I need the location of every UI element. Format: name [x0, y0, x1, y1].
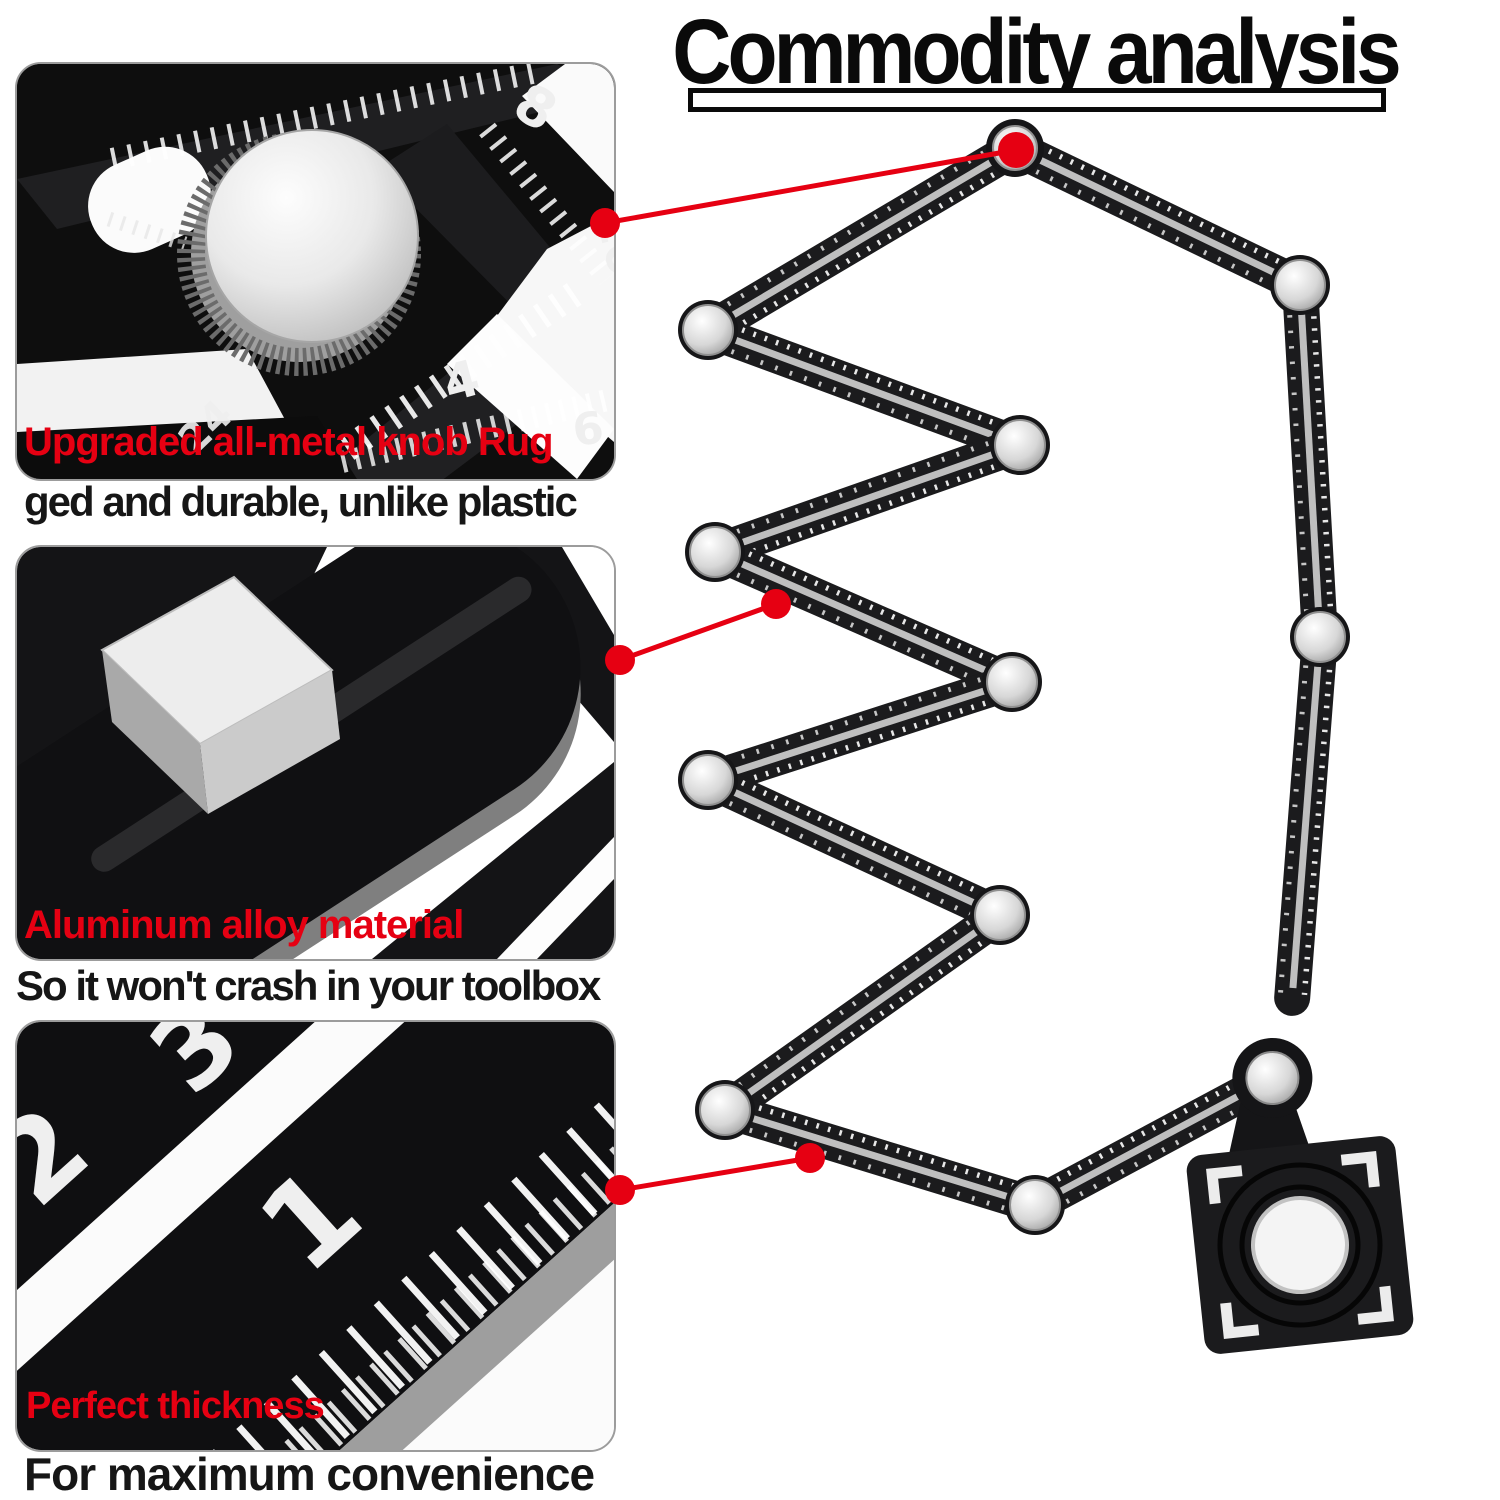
- title-underline-bar: [688, 88, 1386, 112]
- hinge-screw: [689, 526, 741, 578]
- hinge-screw: [994, 419, 1046, 471]
- center-hole: [1251, 1196, 1349, 1294]
- hinge-screw: [682, 304, 734, 356]
- hinge-screw: [1274, 259, 1326, 311]
- callout-dots: [590, 132, 1034, 1205]
- feature-caption-thickness: For maximum convenience: [24, 1448, 595, 1500]
- callout-line-knob: [604, 147, 1017, 226]
- photo-panel-metal-knob: 8 10 4 24 6: [15, 62, 616, 481]
- hinge-screw: [986, 656, 1038, 708]
- hole-locator-plate: [1186, 1037, 1414, 1354]
- ruler-number: 6: [569, 402, 606, 457]
- callout-line-alloy: [619, 601, 777, 663]
- hinge-screw: [992, 125, 1038, 171]
- hinge-screw: [682, 754, 734, 806]
- feature-highlight-thickness: Perfect thickness: [26, 1385, 325, 1427]
- hinge-screw: [1009, 1179, 1061, 1231]
- hinge-screws: [678, 119, 1350, 1235]
- tick-marks: [17, 1022, 614, 1450]
- alloy-photo-illustration: [17, 547, 614, 959]
- ruler-thickness-edge: [45, 1022, 614, 1450]
- feature-caption-alloy: So it won't crash in your toolbox: [16, 962, 601, 1009]
- metal-knob: [205, 129, 419, 343]
- thickness-photo-illustration: 3 2 1: [17, 1022, 614, 1450]
- tick-marks: [106, 211, 188, 252]
- callout-lines: [604, 147, 1017, 1193]
- feature-highlight-alloy: Aluminum alloy material: [24, 903, 464, 947]
- photo-panel-aluminum-block: [15, 545, 616, 961]
- hinge-screw: [1294, 611, 1346, 663]
- hinge-screw: [699, 1084, 751, 1136]
- feature-highlight-knob: Upgraded all-metal knob Rug: [24, 420, 554, 464]
- aluminum-alloy-block: [100, 575, 340, 814]
- feature-caption-knob: ged and durable, unlike plastic: [24, 478, 578, 525]
- callout-dot: [998, 132, 1034, 168]
- background-wedge: [522, 64, 614, 192]
- hinge-screw: [974, 889, 1026, 941]
- page-title: Commodity analysis: [672, 1, 1401, 104]
- hinge-screw: [1245, 1050, 1300, 1105]
- photo-panel-ruler-thickness: 3 2 1: [15, 1020, 616, 1452]
- ruler-bar-bottom: [17, 416, 357, 479]
- tick-marks: [479, 122, 614, 286]
- slot-stripe: [497, 837, 614, 959]
- background-wedge: [485, 214, 614, 442]
- knob-photo-illustration: 8 10 4 24 6: [17, 64, 614, 479]
- ruler-slot-hole: [88, 146, 211, 253]
- diagonal-ruler: 3 2 1: [17, 1022, 614, 1450]
- callout-dot: [761, 589, 791, 619]
- corner-brackets: [1206, 1151, 1394, 1339]
- folding-ruler-arms: [691, 130, 1338, 1223]
- callout-dot: [795, 1143, 825, 1173]
- background-stripe: [447, 314, 614, 479]
- callout-line-thickness: [619, 1155, 811, 1193]
